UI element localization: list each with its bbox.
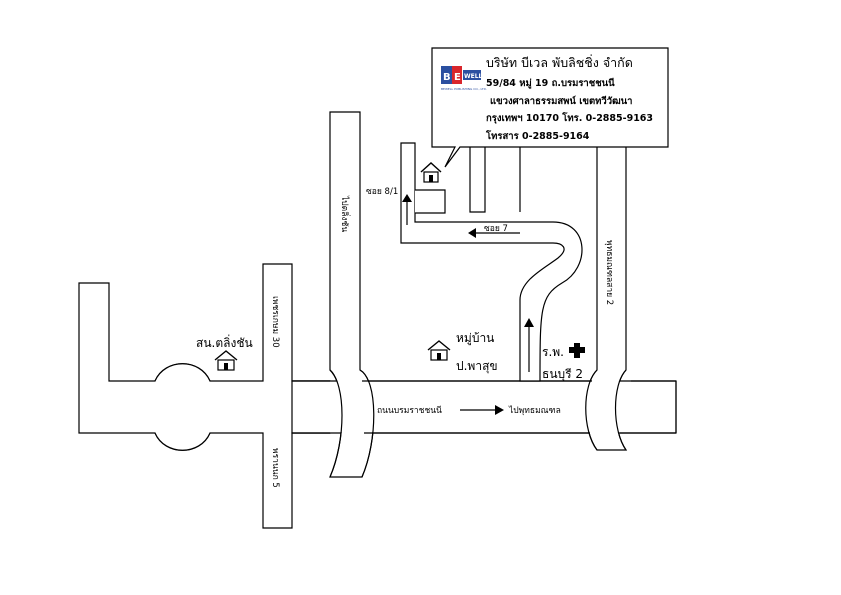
label-to-phutthamonthon: ไปพุทธมณฑล: [508, 405, 561, 416]
hospital-cross-icon: [569, 343, 585, 358]
soi-7-road: [400, 142, 583, 382]
label-village-line-2: ป.พาสุข: [456, 359, 498, 374]
label-hospital-line-2: ธนบุรี 2: [542, 367, 583, 382]
arrow-up-hospital-road: [524, 318, 534, 372]
label-village-line-1: หมู่บ้าน: [456, 331, 494, 346]
soi-8-1-road: [415, 189, 446, 214]
arrow-left-soi-7: [468, 228, 520, 238]
village-house-icon: [427, 340, 451, 361]
label-to-taling-chan: ไปตลิ่งชัน: [339, 195, 351, 232]
label-soi-7: ซอย 7: [484, 224, 508, 234]
label-phran-nok-5: พรานนก 5: [270, 448, 280, 488]
company-house-icon: [420, 162, 442, 183]
arrow-right-main-road: [460, 405, 504, 415]
logo-tagline: BEWELL PUBLISHING CO., LTD.: [441, 87, 487, 91]
company-lane: [469, 142, 486, 213]
label-taling-chan-police: สน.ตลิ่งชัน: [196, 334, 253, 350]
roundabout: [154, 363, 211, 451]
company-callout: [431, 47, 669, 168]
svg-text:E: E: [454, 72, 461, 83]
label-phetkasem-30: เพชรเกษม 30: [270, 296, 280, 348]
label-borommaratchachonnani: ถนนบรมราชชนนี: [377, 405, 442, 416]
arrow-up-soi-8-1: [402, 194, 412, 225]
police-station-house-icon: [214, 350, 238, 371]
address-line-3: กรุงเทพฯ 10170 โทร. 0-2885-9163: [486, 112, 653, 124]
company-logo: B E WELL BEWELL PUBLISHING CO., LTD.: [441, 66, 487, 91]
company-name: บริษัท บีเวล พับลิชชิ่ง จำกัด: [486, 54, 633, 70]
svg-text:B: B: [443, 72, 451, 83]
fax-number: โทรสาร 0-2885-9164: [485, 130, 590, 142]
address-line-2: แขวงศาลาธรรมสพน์ เขตทวีวัฒนา: [490, 95, 633, 107]
label-phutthamonthon-sai-2: พุทธมณฑลสาย 2: [604, 240, 614, 305]
label-soi-8-1: ซอย 8/1: [366, 187, 398, 197]
label-hospital-line-1: ร.พ.: [542, 345, 564, 359]
svg-text:WELL: WELL: [464, 73, 483, 80]
address-line-1: 59/84 หมู่ 19 ถ.บรมราชชนนี: [486, 77, 615, 90]
